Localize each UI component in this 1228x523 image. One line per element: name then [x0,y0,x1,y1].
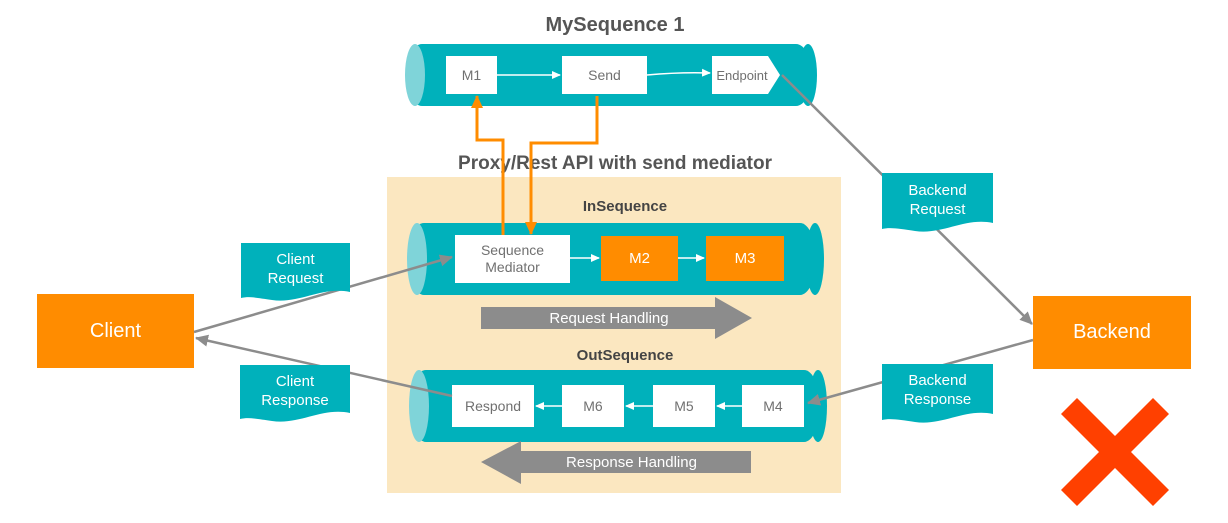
mediator-m3[interactable]: M3 [706,236,784,281]
backend-box[interactable]: Backend [1033,296,1191,369]
arrow-seqmed-to-m1 [471,95,505,235]
mediator-m5[interactable]: M5 [653,385,715,427]
red-cross-icon [1061,398,1169,506]
out-sequence-label: OutSequence [576,347,674,364]
request-handling-arrow [481,297,752,339]
sequence-mediator[interactable]: Sequence Mediator [455,235,570,283]
mysequence-pipe-end [799,44,817,106]
response-handling-arrow [481,441,751,484]
mediator-m4[interactable]: M4 [742,385,804,427]
in-sequence-pipe-end [806,223,824,295]
backend-response-doc [882,364,993,423]
client-request-doc [241,243,350,301]
out-sequence-pipe-end [809,370,827,442]
arrow-send-endpoint [646,68,711,77]
mediator-m1[interactable]: M1 [446,56,497,94]
sequence-mediator-line1: Sequence [480,242,545,258]
sequence-title: MySequence 1 [545,14,685,36]
arrow-client-to-inseq [193,254,453,334]
proxy-title: Proxy/Rest API with send mediator [458,153,772,174]
endpoint-shape[interactable] [712,56,782,94]
endpoint-label: Endpoint [716,67,768,83]
arrow-send-to-seqmed [525,96,599,235]
client-response-doc [240,365,350,422]
in-sequence-pipe-opening [407,223,427,295]
mediator-m6[interactable]: M6 [562,385,624,427]
mediator-m2[interactable]: M2 [601,236,678,281]
backend-request-doc [882,173,993,232]
endpoint-pentagon [712,56,780,94]
in-sequence-label: InSequence [582,198,668,215]
mediator-respond[interactable]: Respond [452,385,534,427]
sequence-mediator-line2: Mediator [485,259,540,275]
mysequence-pipe-opening [405,44,425,106]
mediator-send[interactable]: Send [562,56,647,94]
client-box[interactable]: Client [37,294,194,368]
